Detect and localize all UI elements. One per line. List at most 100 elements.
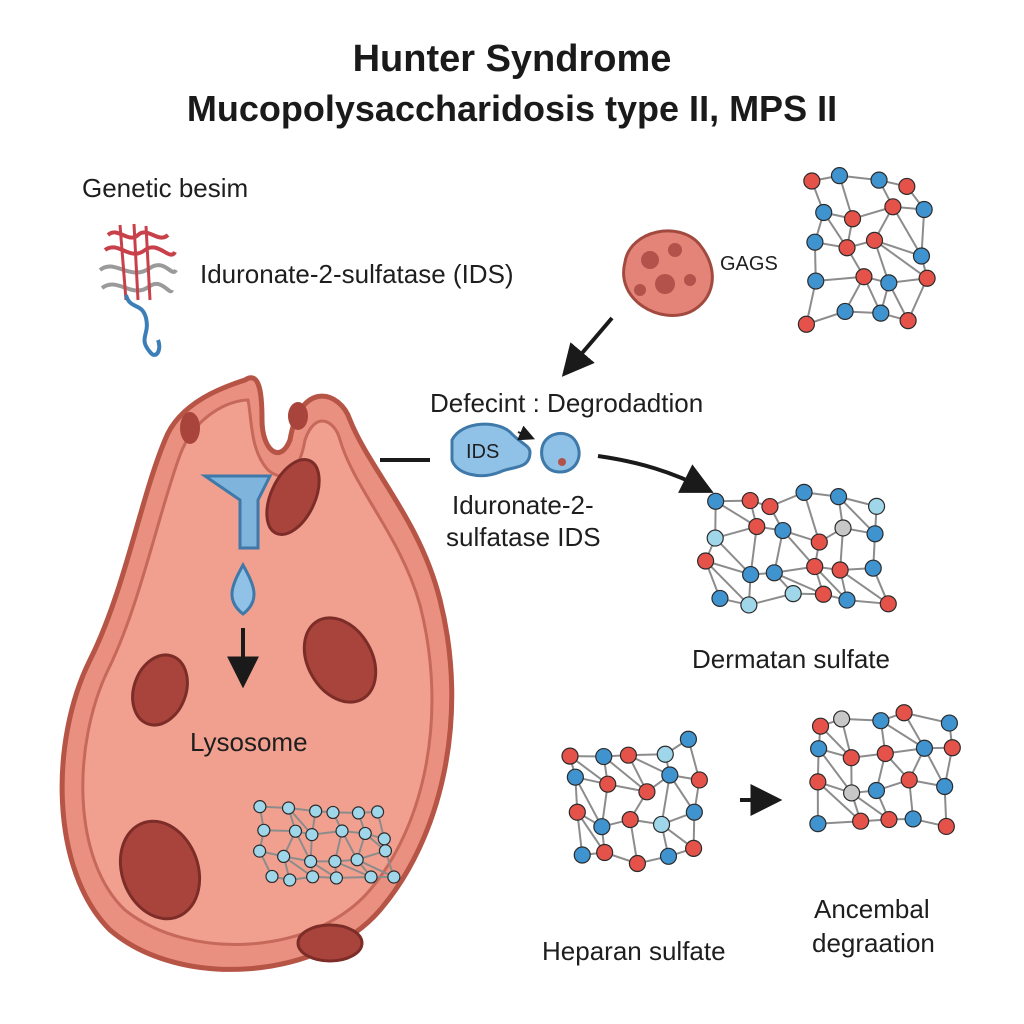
molecule-node (561, 747, 579, 765)
molecule-node (257, 823, 271, 837)
molecule-node (593, 818, 611, 836)
molecule-node (706, 529, 724, 547)
molecule-node (742, 565, 760, 584)
molecule-node (809, 815, 827, 833)
molecule-node (378, 844, 393, 858)
organelle (288, 402, 308, 430)
dermatan-network (697, 483, 897, 614)
molecule-node (937, 817, 955, 836)
deficit-label: Defecint : Degrodadtion (430, 388, 704, 418)
enzyme-funnel-icon (200, 474, 273, 689)
organelle (118, 819, 202, 921)
molecule-node (328, 854, 342, 868)
molecule-node (568, 803, 586, 821)
molecule-node (638, 783, 656, 801)
molecule-node (815, 203, 833, 222)
molecule-node (304, 854, 318, 869)
molecule-node (900, 771, 918, 789)
molecule-bond (773, 571, 824, 596)
molecule-node (830, 167, 849, 185)
molecule-node (803, 172, 821, 190)
molecule-node (599, 775, 617, 793)
result-label-line2: degraation (812, 928, 935, 958)
molecule-node (895, 704, 913, 722)
organelle (131, 653, 189, 727)
molecule-node (814, 585, 833, 603)
molecule-node (358, 826, 372, 841)
organelle-group (118, 402, 378, 963)
gags-network (797, 167, 936, 333)
molecule-bond (837, 495, 876, 535)
molecule-node (842, 749, 860, 767)
molecule-node (761, 497, 779, 516)
molecule-node (904, 810, 922, 828)
molecule-node (740, 596, 758, 614)
molecule-node (595, 747, 613, 766)
molecule-node (843, 784, 861, 802)
molecule-node (843, 210, 862, 228)
molecule-node (685, 803, 703, 821)
molecule-node (326, 805, 340, 820)
molecule-node (774, 521, 792, 540)
heparan-label: Heparan sulfate (542, 936, 726, 966)
molecule-bond (839, 569, 889, 605)
molecule-node (765, 564, 783, 582)
molecule-node (387, 870, 401, 884)
molecule-node (811, 717, 830, 735)
molecule-node (573, 846, 591, 864)
molecule-node (364, 870, 378, 884)
molecule-bond (817, 781, 862, 822)
molecule-node (697, 552, 715, 570)
heparan-network (561, 730, 708, 873)
molecule-node (852, 812, 870, 830)
molecule-node (351, 806, 366, 820)
molecule-node (277, 849, 291, 864)
enzyme-gene-label: Iduronate-2-sulfatase (IDS) (200, 259, 514, 289)
molecule-node (377, 832, 391, 846)
molecule-bond (817, 748, 853, 794)
molecule-node (833, 710, 851, 728)
substrate-icon (540, 432, 581, 474)
molecule-node (370, 805, 385, 819)
molecule-node (652, 815, 671, 834)
molecule-node (879, 595, 897, 613)
gag-particle-icon (622, 229, 714, 317)
molecule-node (899, 312, 917, 330)
molecule-node (741, 491, 759, 510)
molecule-bond (803, 492, 821, 543)
molecule-node (880, 274, 898, 292)
molecule-node (838, 591, 856, 609)
molecule-node (685, 839, 703, 857)
molecule-node (784, 585, 802, 603)
page-title: Hunter Syndrome (352, 38, 672, 80)
molecule-node (795, 483, 813, 501)
molecule-node (876, 744, 894, 763)
gag-cluster-lysosome (253, 800, 401, 887)
molecule-node (628, 854, 647, 873)
arrow-to-dermatan (597, 454, 714, 493)
molecule-node (810, 533, 828, 551)
organelle (180, 412, 200, 444)
molecule-node (836, 302, 854, 321)
molecule-node (661, 766, 679, 784)
gags-label: GAGS (720, 253, 778, 275)
molecule-node (306, 870, 320, 884)
organelle (265, 458, 321, 536)
molecule-node (329, 871, 344, 885)
molecule-node (621, 810, 639, 829)
enzyme-name-line2: sulfatase IDS (446, 522, 601, 552)
molecule-node (253, 800, 267, 814)
genetic-basis-label: Genetic besim (82, 173, 249, 203)
molecule-node (707, 492, 725, 510)
ids-enzyme-icon (450, 422, 535, 477)
molecule-node (943, 739, 961, 757)
molecule-node (281, 801, 296, 815)
molecule-node (872, 304, 890, 322)
molecule-node (690, 771, 708, 789)
molecule-node (679, 730, 698, 748)
molecule-node (596, 843, 614, 862)
molecule-node (806, 233, 824, 251)
page-subtitle: Mucopolysaccharidosis type II, MPS II (186, 88, 838, 129)
molecule-node (619, 746, 638, 764)
